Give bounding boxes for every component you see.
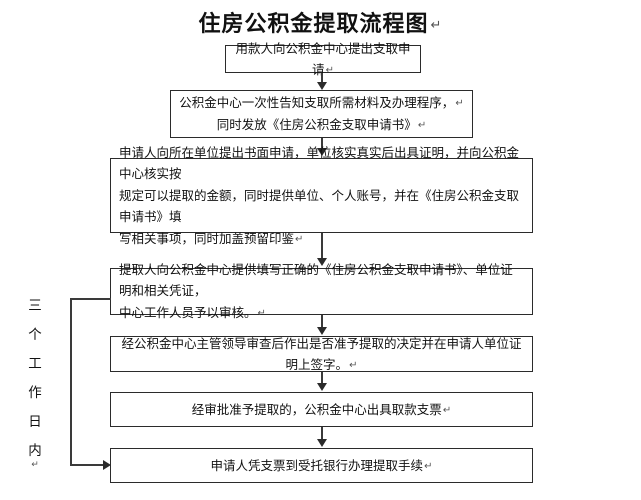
flow-node-step-6[interactable]: 经审批准予提取的，公积金中心出具取款支票↵ — [110, 392, 533, 427]
paragraph-mark-icon: ↵ — [31, 460, 39, 470]
flow-node-line: 经公积金中心主管领导审查后作出是否准予提取的决定并在申请人单位证明上签字。↵ — [119, 333, 524, 376]
bypass-connector-top — [70, 298, 111, 300]
flow-node-line: 公积金中心一次性告知支取所需材料及办理程序，↵ — [179, 92, 464, 114]
arrow-head-6-7-icon — [317, 439, 327, 447]
flow-node-text: 申请人凭支票到受托银行办理提取手续 — [210, 457, 424, 473]
connector-4-5 — [321, 315, 323, 328]
paragraph-mark-icon: ↵ — [424, 460, 433, 472]
flow-node-step-1[interactable]: 用款人向公积金中心提出支取申请↵ — [225, 41, 421, 77]
flow-node-text: 规定可以提取的金额，同时提供单位、个人账号，并在《住房公积金支取申请书》填 — [119, 187, 520, 224]
flow-node-text: 中心工作人员予以审核。 — [119, 305, 257, 320]
flow-node-step-5[interactable]: 经公积金中心主管领导审查后作出是否准予提取的决定并在申请人单位证明上签字。↵ — [110, 336, 533, 372]
paragraph-mark-icon: ↵ — [455, 98, 464, 109]
page-title: 住房公积金提取流程图↵ — [0, 6, 641, 38]
flow-node-text: 同时发放《住房公积金支取申请书》 — [216, 117, 417, 132]
side-note-char: 日 — [28, 414, 42, 430]
side-note-three-working-days: 三 个 工 作 日 内 ↵ — [24, 292, 46, 470]
flow-node-step-7[interactable]: 申请人凭支票到受托银行办理提取手续↵ — [110, 448, 533, 483]
flow-node-line: 写相关事项，同时加盖预留印鉴↵ — [119, 228, 524, 250]
arrow-head-4-5-icon — [317, 327, 327, 335]
flow-node-line: 申请人凭支票到受托银行办理提取手续↵ — [119, 455, 524, 477]
paragraph-mark-icon: ↵ — [430, 18, 443, 33]
flow-node-text: 经公积金中心主管领导审查后作出是否准予提取的决定并在申请人单位证明上签字。 — [121, 335, 522, 372]
connector-3-4 — [321, 233, 323, 258]
paragraph-mark-icon: ↵ — [295, 233, 304, 245]
arrow-head-5-6-icon — [317, 383, 327, 391]
flow-node-step-2[interactable]: 公积金中心一次性告知支取所需材料及办理程序，↵ 同时发放《住房公积金支取申请书》… — [170, 90, 473, 138]
flow-node-text: 经审批准予提取的，公积金中心出具取款支票 — [191, 401, 442, 417]
bypass-connector-vertical — [70, 298, 72, 465]
arrow-head-1-2-icon — [317, 82, 327, 90]
flow-node-line: 申请人向所在单位提出书面申请，单位核实真实后出具证明，并向公积金中心核实按 — [119, 142, 524, 185]
flow-node-line: 规定可以提取的金额，同时提供单位、个人账号，并在《住房公积金支取申请书》填 — [119, 185, 524, 228]
flow-node-line: 提取人向公积金中心提供填写正确的《住房公积金支取申请书》、单位证明和相关凭证， — [119, 259, 524, 302]
arrow-head-bypass-icon — [103, 460, 111, 470]
flow-node-step-3[interactable]: 申请人向所在单位提出书面申请，单位核实真实后出具证明，并向公积金中心核实按 规定… — [110, 145, 533, 246]
paragraph-mark-icon: ↵ — [417, 120, 427, 131]
connector-1-2 — [321, 73, 323, 86]
page-title-text: 住房公积金提取流程图 — [198, 12, 429, 37]
connector-2-3 — [321, 138, 323, 151]
flow-node-line: 经审批准予提取的，公积金中心出具取款支票↵ — [119, 399, 524, 421]
flow-node-text: 写相关事项，同时加盖预留印鉴 — [119, 230, 295, 246]
flow-node-line: 中心工作人员予以审核。↵ — [119, 302, 524, 324]
paragraph-mark-icon: ↵ — [442, 404, 452, 416]
flow-node-line: 同时发放《住房公积金支取申请书》↵ — [179, 114, 464, 136]
flow-node-text: 申请人向所在单位提出书面申请，单位核实真实后出具证明，并向公积金中心核实按 — [119, 144, 520, 181]
arrow-head-3-4-icon — [317, 258, 327, 266]
side-note-char: 作 — [28, 385, 42, 401]
connector-6-7 — [321, 427, 323, 439]
flow-node-text: 提取人向公积金中心提供填写正确的《住房公积金支取申请书》、单位证明和相关凭证， — [119, 262, 513, 298]
side-note-char: 工 — [28, 356, 42, 372]
flow-node-line: 用款人向公积金中心提出支取申请↵ — [234, 38, 412, 81]
paragraph-mark-icon: ↵ — [257, 308, 266, 319]
flow-node-text: 用款人向公积金中心提出支取申请 — [235, 40, 411, 77]
bypass-connector-bottom — [70, 464, 104, 466]
side-note-char: 三 — [28, 298, 42, 314]
arrow-head-2-3-icon — [317, 148, 327, 156]
side-note-char: 内 — [28, 443, 42, 459]
side-note-char: 个 — [28, 327, 42, 343]
connector-5-6 — [321, 372, 323, 384]
flow-node-text: 公积金中心一次性告知支取所需材料及办理程序， — [179, 95, 455, 110]
flow-node-step-4[interactable]: 提取人向公积金中心提供填写正确的《住房公积金支取申请书》、单位证明和相关凭证， … — [110, 262, 533, 320]
paragraph-mark-icon: ↵ — [349, 359, 358, 371]
paragraph-mark-icon: ↵ — [325, 64, 334, 76]
